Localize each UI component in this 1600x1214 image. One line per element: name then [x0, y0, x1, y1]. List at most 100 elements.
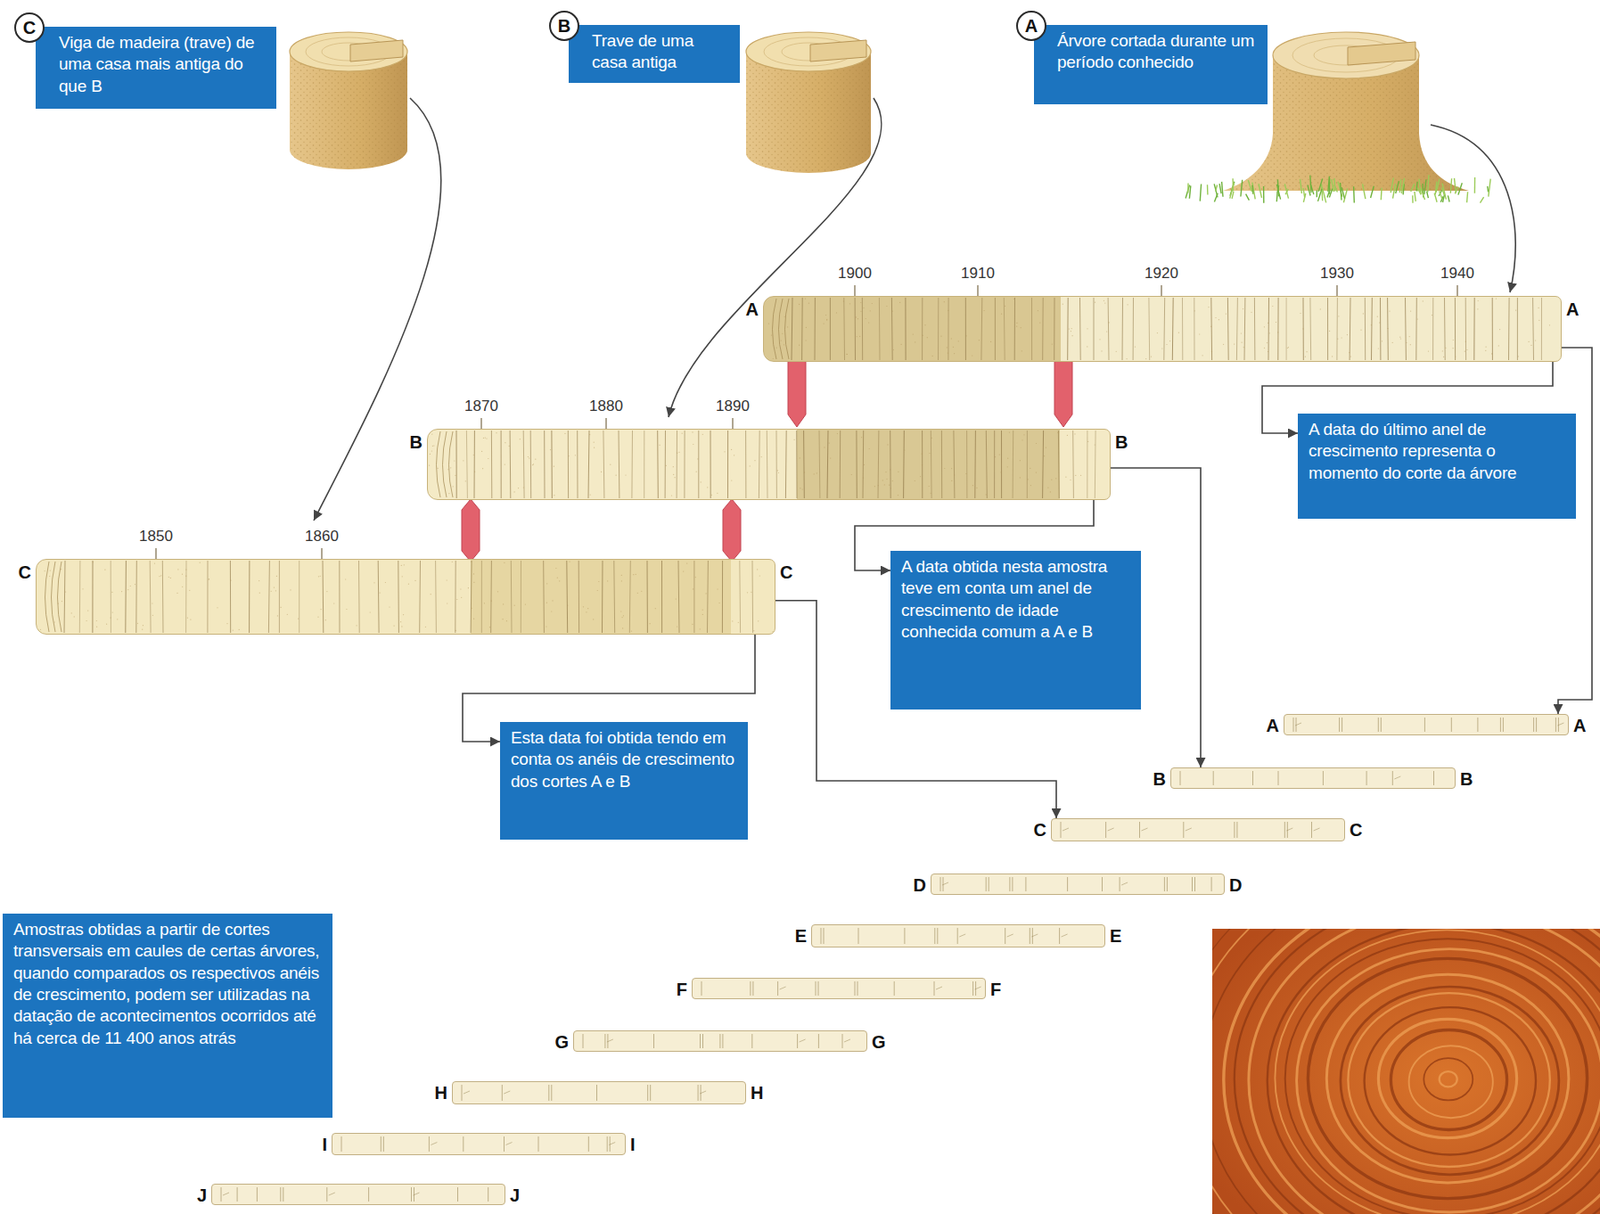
- wood-ring: [902, 430, 905, 499]
- wood-grain: [187, 617, 189, 619]
- wood-ring: [676, 430, 678, 499]
- wood-ring: [1093, 297, 1095, 361]
- wood-grain: [1074, 433, 1075, 435]
- wood-ring: [607, 1039, 614, 1043]
- wood-ring: [135, 560, 138, 633]
- wood-ring: [1341, 717, 1343, 732]
- ring-pattern: [1171, 768, 1455, 788]
- wood-grain: [1465, 341, 1467, 343]
- wood-grain: [1126, 358, 1128, 360]
- wood-grain: [672, 474, 674, 476]
- wood-grain: [393, 625, 395, 627]
- wood-ring: [959, 934, 966, 937]
- wood-grain: [805, 327, 807, 329]
- wood-grain: [1275, 321, 1277, 323]
- wood-ring: [418, 560, 421, 633]
- grass: [1277, 179, 1279, 197]
- wood-grain: [607, 580, 608, 582]
- wood-grain: [846, 353, 848, 355]
- wood-ring: [839, 430, 842, 499]
- wood-ring: [110, 560, 112, 633]
- wood-ring: [601, 560, 604, 633]
- wood-grain: [356, 624, 358, 626]
- grass: [1474, 177, 1477, 194]
- tree-ring: [1307, 958, 1587, 1198]
- year-label: 1870: [464, 398, 499, 414]
- wood-ring: [814, 297, 816, 361]
- year-tick: [731, 418, 733, 429]
- wood-grain: [379, 592, 381, 594]
- wood-ring: [237, 1187, 238, 1202]
- wood-grain: [116, 618, 118, 620]
- grass: [1231, 178, 1234, 191]
- wood-grain: [757, 620, 759, 622]
- wood-grain: [467, 587, 469, 589]
- wood-grain: [1165, 344, 1167, 345]
- wood-ring: [1166, 877, 1168, 892]
- wood-ring: [162, 560, 165, 633]
- grass: [1353, 186, 1355, 203]
- wood-grain: [655, 607, 657, 609]
- wood-grain: [152, 615, 154, 616]
- wood-grain: [869, 448, 870, 450]
- wood-grain: [924, 324, 926, 326]
- wood-grain: [289, 589, 291, 591]
- wood-ring: [934, 981, 936, 996]
- note-box: Esta data foi obtida tendo em conta os a…: [500, 722, 748, 840]
- wood-ring: [322, 560, 325, 633]
- wood-grain: [903, 449, 905, 451]
- sample-letter: G: [871, 1033, 887, 1051]
- wood-grain: [794, 439, 796, 441]
- wood-grain: [1099, 338, 1100, 340]
- grass: [1334, 184, 1338, 192]
- wood-grain: [1386, 328, 1388, 329]
- wood-grain: [749, 465, 751, 467]
- wood-grain: [504, 464, 506, 466]
- wood-ring: [1121, 882, 1128, 886]
- wood-ring: [1244, 297, 1247, 361]
- wood-grain: [1062, 303, 1064, 305]
- wood-grain: [816, 472, 818, 474]
- wood-ring: [942, 882, 949, 886]
- wood-grain: [946, 346, 948, 348]
- sample-letter: D: [1229, 876, 1242, 895]
- wood-grain: [1346, 334, 1348, 336]
- wood-grain: [550, 610, 552, 612]
- wood-ring: [1014, 297, 1016, 361]
- wood-grain: [590, 494, 591, 496]
- wood-grain: [593, 442, 595, 444]
- wood-grain: [1178, 332, 1180, 334]
- wood-grain: [1094, 302, 1096, 304]
- wood-grain: [702, 614, 704, 616]
- wood-ring: [857, 981, 859, 996]
- wood-ring: [206, 560, 208, 633]
- wood-grain: [345, 608, 347, 610]
- wood-grain: [564, 433, 566, 435]
- wood-ring: [538, 1136, 540, 1152]
- wood-ring: [509, 430, 512, 499]
- wood-grain: [897, 471, 899, 473]
- tree-ring: [1390, 1030, 1507, 1131]
- wood-grain: [168, 576, 170, 578]
- wood-grain: [408, 583, 410, 585]
- grass: [1310, 183, 1314, 195]
- wood-grain: [49, 570, 51, 572]
- wood-ring: [582, 1033, 584, 1049]
- wood-grain: [826, 320, 828, 321]
- wood-grain: [455, 630, 457, 632]
- grass: [1206, 184, 1209, 195]
- wood-grain: [373, 582, 375, 583]
- grass: [1328, 176, 1330, 192]
- grass: [1424, 179, 1427, 195]
- wood-grain: [919, 475, 921, 477]
- note-text: Viga de madeira (trave) de uma casa mais…: [58, 32, 268, 98]
- grass: [1427, 174, 1429, 192]
- wood-grain: [208, 578, 210, 580]
- wood-grain: [592, 618, 594, 620]
- wood-grain: [465, 480, 467, 482]
- wood-ring: [1432, 297, 1434, 361]
- wood-grain: [1263, 347, 1265, 349]
- wood-grain: [1549, 324, 1551, 326]
- wood-grain: [1477, 300, 1479, 302]
- sample-letter: H: [434, 1083, 448, 1102]
